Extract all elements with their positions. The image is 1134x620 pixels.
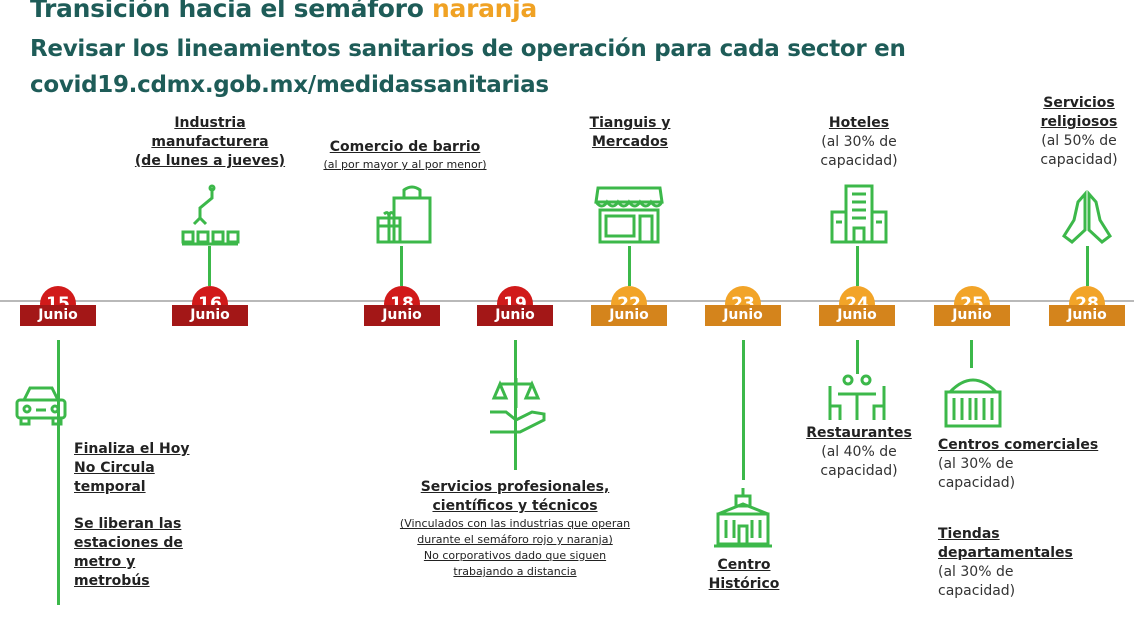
connector-22 bbox=[628, 246, 631, 286]
date-month: Junio bbox=[819, 305, 895, 326]
connector-15 bbox=[57, 340, 60, 605]
connector-24-up bbox=[856, 246, 859, 286]
hoy-no-circula-label: Finaliza el Hoy No Circula temporal bbox=[74, 440, 214, 497]
date-month: Junio bbox=[705, 305, 781, 326]
hoteles-title: Hoteles bbox=[828, 115, 890, 131]
servicios-note-line4: trabajando a distancia bbox=[453, 565, 577, 578]
page-title: Transición hacia el semáforo naranja bbox=[30, 0, 537, 23]
hoteles-capacity-line1: (al 30% de bbox=[821, 134, 897, 150]
title-prefix: Transición hacia el semáforo bbox=[30, 0, 432, 23]
car-icon bbox=[14, 384, 68, 428]
connector-18 bbox=[400, 246, 403, 286]
date-month: Junio bbox=[172, 305, 248, 326]
restaurantes-label: Restaurantes (al 40% de capacidad) bbox=[800, 424, 918, 481]
title-accent: naranja bbox=[432, 0, 538, 23]
restaurantes-capacity-line1: (al 40% de bbox=[821, 444, 897, 460]
tianguis-line2: Mercados bbox=[591, 134, 669, 150]
date-marker-25: 25 Junio bbox=[934, 286, 1010, 348]
connector-23 bbox=[742, 340, 745, 480]
date-marker-19: 19 Junio bbox=[477, 286, 553, 348]
date-marker-16: 16 Junio bbox=[172, 286, 248, 348]
tiendas-line2: departamentales bbox=[938, 545, 1073, 561]
date-marker-22: 22 Junio bbox=[591, 286, 667, 348]
metro-line3: metro y bbox=[74, 554, 136, 570]
date-marker-28: 28 Junio bbox=[1049, 286, 1125, 348]
servicios-note-line1: (Vinculados con las industrias que opera… bbox=[399, 517, 631, 530]
metro-label: Se liberan las estaciones de metro y met… bbox=[74, 515, 214, 591]
restaurantes-title: Restaurantes bbox=[806, 425, 912, 441]
hoteles-label: Hoteles (al 30% de capacidad) bbox=[800, 114, 918, 171]
subtitle-line-1: Revisar los lineamientos sanitarios de o… bbox=[30, 36, 906, 62]
tiendas-line1: Tiendas bbox=[938, 526, 1000, 542]
hoy-no-circula-line1: Finaliza el Hoy bbox=[74, 441, 190, 457]
metro-line1: Se liberan las bbox=[74, 516, 182, 532]
tiendas-label: Tiendas departamentales (al 30% de capac… bbox=[938, 525, 1118, 601]
date-month: Junio bbox=[591, 305, 667, 326]
servicios-note-line2: durante el semáforo rojo y naranja) bbox=[417, 533, 613, 546]
date-marker-24: 24 Junio bbox=[819, 286, 895, 348]
tiendas-capacity-line2: capacidad) bbox=[938, 583, 1016, 599]
date-marker-23: 23 Junio bbox=[705, 286, 781, 348]
religiosos-line1: Servicios bbox=[1043, 95, 1115, 111]
tiendas-capacity-line1: (al 30% de bbox=[938, 564, 1014, 580]
scales-hand-icon bbox=[486, 374, 548, 438]
servicios-note-line3: No corporativos dado que siguen bbox=[423, 549, 607, 562]
timeline-line bbox=[0, 300, 1134, 302]
tianguis-line1: Tianguis y bbox=[589, 115, 671, 131]
metro-line2: estaciones de bbox=[74, 535, 183, 551]
connector-16 bbox=[208, 246, 211, 286]
date-marker-15: 15 Junio bbox=[20, 286, 96, 348]
date-month: Junio bbox=[20, 305, 96, 326]
mall-building-icon bbox=[942, 370, 1004, 430]
religiosos-capacity-line2: capacidad) bbox=[1040, 152, 1118, 168]
factory-arm-icon bbox=[180, 184, 240, 246]
date-month: Junio bbox=[934, 305, 1010, 326]
centros-comerciales-capacity-line1: (al 30% de bbox=[938, 456, 1014, 472]
centros-comerciales-capacity-line2: capacidad) bbox=[938, 475, 1016, 491]
centro-historico-label: Centro Histórico bbox=[692, 556, 796, 594]
shopping-bag-icon bbox=[374, 184, 434, 246]
servicios-profesionales-label: Servicios profesionales, científicos y t… bbox=[360, 478, 670, 580]
connector-25 bbox=[970, 340, 973, 368]
market-stall-icon bbox=[594, 184, 664, 246]
hoy-no-circula-line3: temporal bbox=[74, 479, 146, 495]
subtitle-url: covid19.cdmx.gob.mx/medidassanitarias bbox=[30, 72, 549, 98]
comercio-note: (al por mayor y al por menor) bbox=[323, 158, 487, 171]
date-marker-18: 18 Junio bbox=[364, 286, 440, 348]
centros-comerciales-title: Centros comerciales bbox=[938, 437, 1099, 453]
hotel-building-icon bbox=[828, 182, 890, 246]
hoteles-capacity-line2: capacidad) bbox=[820, 153, 898, 169]
centro-line2: Histórico bbox=[708, 576, 780, 592]
date-month: Junio bbox=[364, 305, 440, 326]
comercio-title: Comercio de barrio bbox=[329, 139, 481, 155]
centro-line1: Centro bbox=[717, 557, 771, 573]
industria-label: Industria manufacturera (de lunes a juev… bbox=[125, 114, 295, 171]
date-month: Junio bbox=[1049, 305, 1125, 326]
industria-line2: manufacturera bbox=[151, 134, 269, 150]
industria-line1: Industria bbox=[174, 115, 246, 131]
hoy-no-circula-line2: No Circula bbox=[74, 460, 155, 476]
industria-line3: (de lunes a jueves) bbox=[134, 153, 286, 169]
tianguis-label: Tianguis y Mercados bbox=[560, 114, 700, 152]
religiosos-label: Servicios religiosos (al 50% de capacida… bbox=[1025, 94, 1133, 170]
historic-building-icon bbox=[712, 486, 774, 550]
comercio-label: Comercio de barrio (al por mayor y al po… bbox=[305, 138, 505, 173]
connector-28 bbox=[1086, 246, 1089, 286]
centros-comerciales-label: Centros comerciales (al 30% de capacidad… bbox=[938, 436, 1118, 493]
restaurantes-capacity-line2: capacidad) bbox=[820, 463, 898, 479]
connector-24-down bbox=[856, 340, 859, 374]
praying-hands-icon bbox=[1060, 190, 1114, 246]
servicios-title-line2: científicos y técnicos bbox=[432, 498, 598, 514]
date-month: Junio bbox=[477, 305, 553, 326]
metro-line4: metrobús bbox=[74, 573, 150, 589]
restaurant-table-icon bbox=[826, 374, 888, 422]
religiosos-line2: religiosos bbox=[1040, 114, 1118, 130]
religiosos-capacity-line1: (al 50% de bbox=[1041, 133, 1117, 149]
servicios-title-line1: Servicios profesionales, bbox=[420, 479, 610, 495]
